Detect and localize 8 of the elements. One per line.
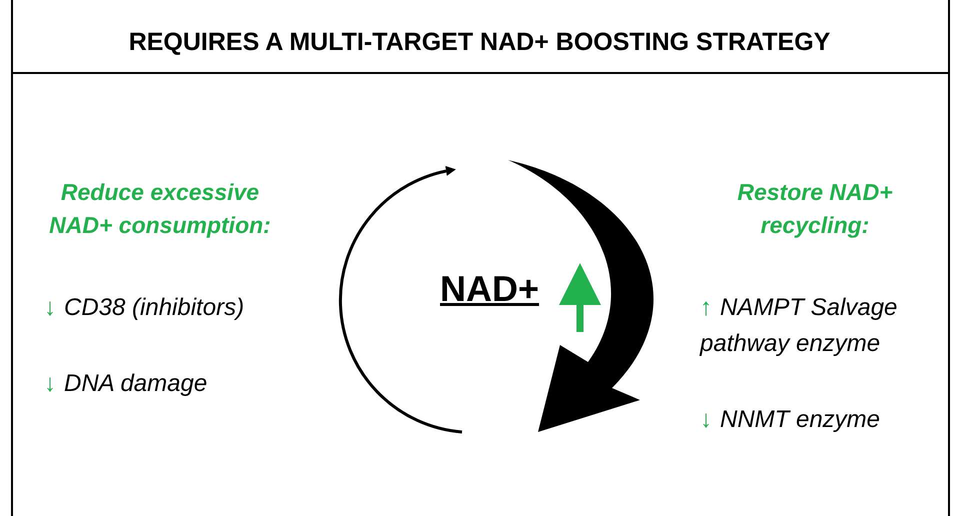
list-item: ↑ NAMPT Salvage pathway enzyme (700, 293, 898, 359)
list-item: ↓ NNMT enzyme (700, 405, 880, 435)
nad-label: NAD+ (440, 268, 540, 310)
strategy-heading: Reduce excessive NAD+ consumption: (48, 178, 272, 240)
header-title: REQUIRES A MULTI-TARGET NAD+ BOOSTING STRATEGY (128, 28, 830, 56)
list-item: ↓ DNA damage (44, 369, 208, 399)
strategy-heading: Restore NAD+ recycling: (736, 178, 894, 240)
list-item: ↓ CD38 (inhibitors) (44, 293, 244, 323)
